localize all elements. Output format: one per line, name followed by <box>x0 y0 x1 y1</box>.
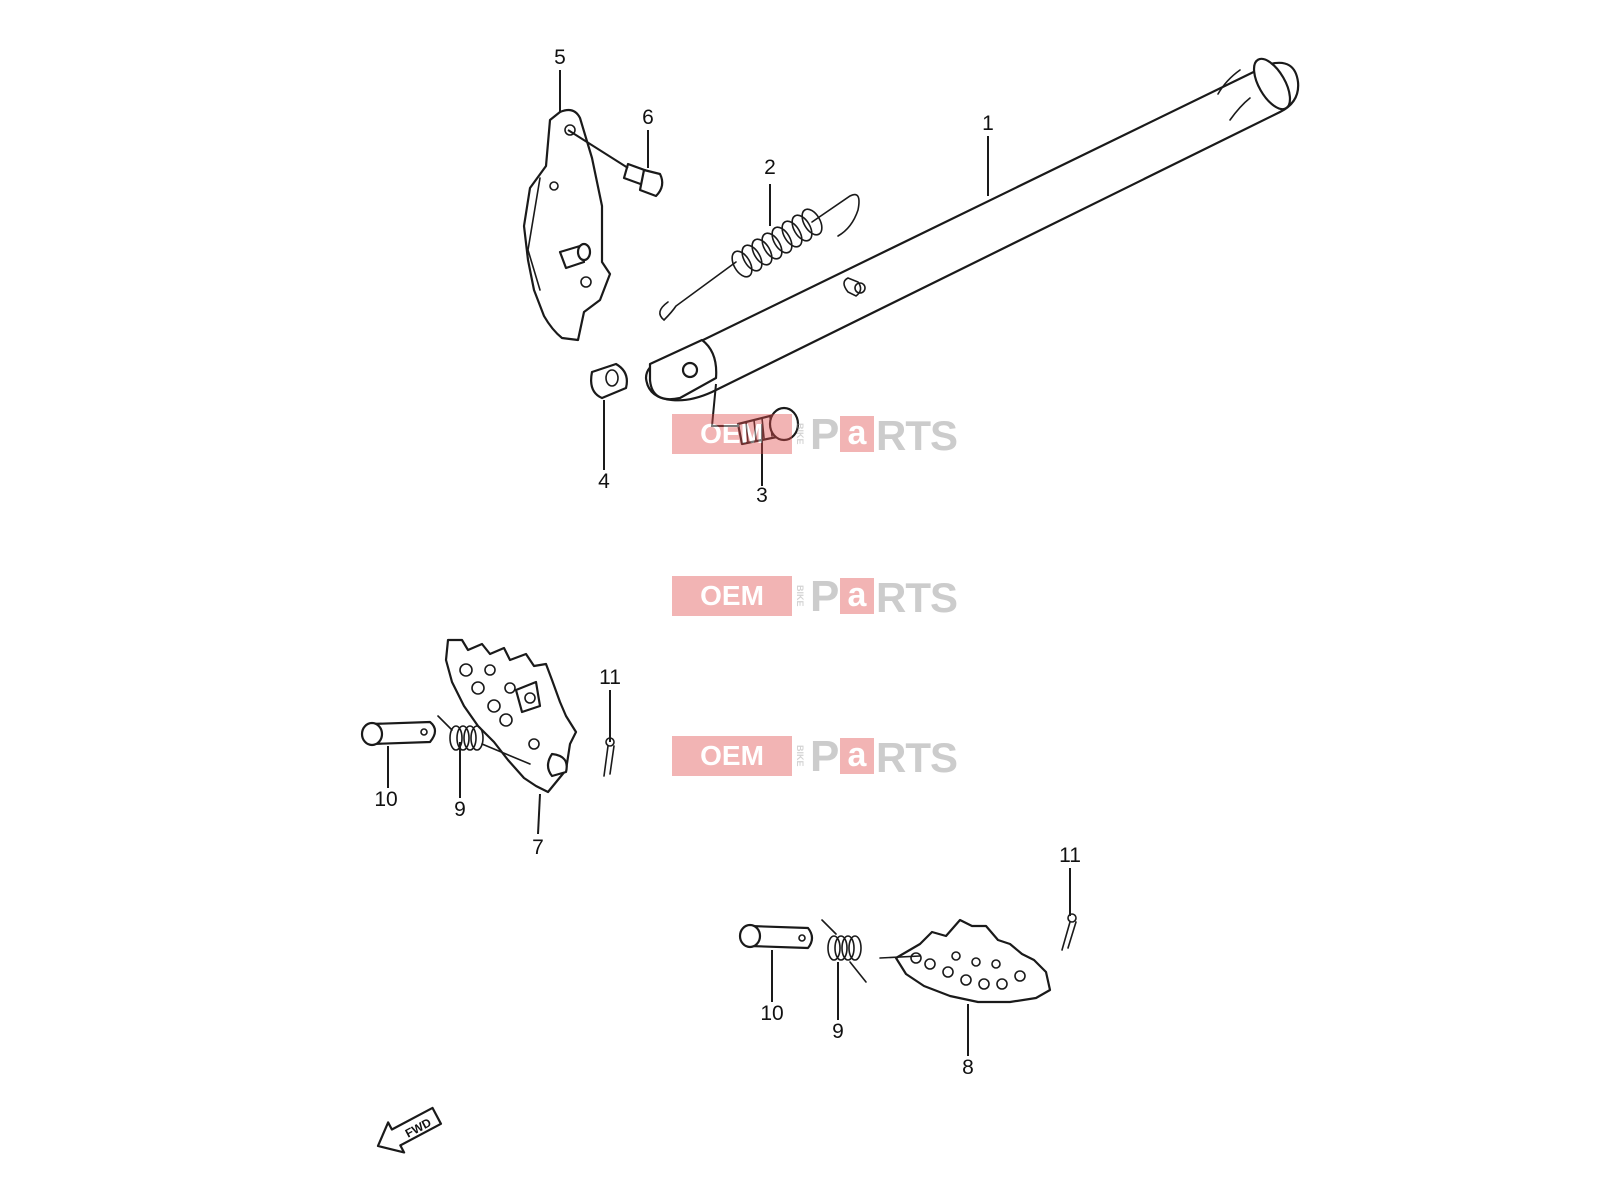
footpeg-spring-left[interactable] <box>437 715 531 765</box>
callout-11-right: 11 <box>1059 844 1081 867</box>
watermark-a: a <box>840 578 874 614</box>
watermark-bike: BIKE <box>795 423 805 445</box>
footpeg-pin-left[interactable] <box>360 720 437 747</box>
callout-10-right: 10 <box>760 1002 783 1025</box>
watermark-p: P <box>810 572 840 621</box>
footpeg-pin-right[interactable] <box>738 923 814 950</box>
watermark-p: P <box>810 410 840 459</box>
cotter-pin-left[interactable] <box>603 737 615 777</box>
watermark-a: a <box>840 738 874 774</box>
callout-1: 1 <box>982 112 994 135</box>
watermark-a: a <box>840 416 874 452</box>
watermark-rts: RTS <box>876 574 958 621</box>
watermark-rts: RTS <box>876 734 958 781</box>
watermark-logo-2: OEM BIKE P a RTS <box>672 572 962 621</box>
stand-bracket[interactable] <box>522 108 612 342</box>
callout-9-right: 9 <box>832 1020 844 1043</box>
cotter-pin-right[interactable] <box>1061 913 1077 951</box>
footpeg-spring-right[interactable] <box>821 919 867 983</box>
callout-9-left: 9 <box>454 798 466 821</box>
callout-10-left: 10 <box>374 788 397 811</box>
nut[interactable] <box>590 362 628 400</box>
side-stand-bar[interactable] <box>644 53 1300 402</box>
callout-11-left: 11 <box>599 666 621 689</box>
watermark-logo-1: OEM BIKE P a RTS <box>672 410 962 459</box>
stand-spring[interactable] <box>659 193 860 322</box>
leader-lines <box>387 70 1071 1056</box>
bracket-bolt[interactable] <box>567 129 664 198</box>
watermark-bike: BIKE <box>795 745 805 767</box>
left-footpeg[interactable] <box>444 638 578 794</box>
watermark-p: P <box>810 732 840 781</box>
callout-7: 7 <box>532 836 544 859</box>
callout-8: 8 <box>962 1056 974 1079</box>
pivot-bolt[interactable] <box>710 383 800 446</box>
watermark-oem: OEM <box>672 736 792 776</box>
watermark-rts: RTS <box>876 412 958 459</box>
fwd-arrow-icon: FWD <box>376 1106 443 1154</box>
watermark-oem: OEM <box>672 414 792 454</box>
callout-2: 2 <box>764 156 776 179</box>
right-footpeg[interactable] <box>879 918 1052 1004</box>
callout-5: 5 <box>554 46 566 69</box>
watermark-logo-3: OEM BIKE P a RTS <box>672 732 962 781</box>
callout-3: 3 <box>756 484 768 507</box>
watermark-oem: OEM <box>672 576 792 616</box>
callout-6: 6 <box>642 106 654 129</box>
callout-4: 4 <box>598 470 610 493</box>
watermark-bike: BIKE <box>795 585 805 607</box>
